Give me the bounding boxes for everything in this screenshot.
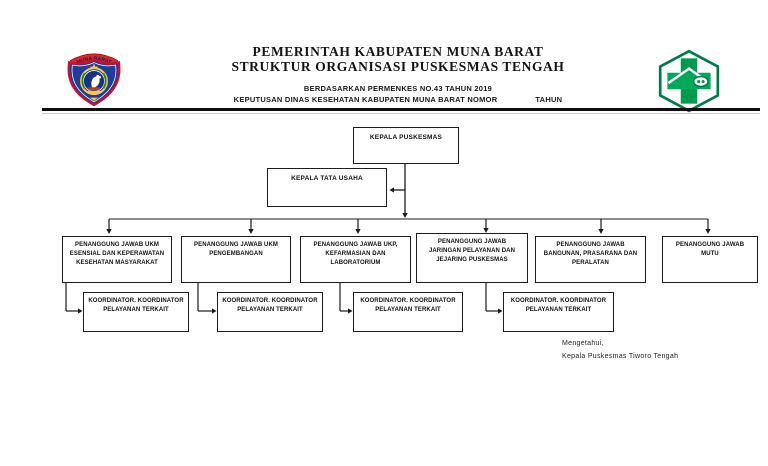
org-box-kepala-puskesmas: KEPALA PUSKESMAS (353, 127, 459, 164)
org-box-label: PENANGGUNG JAWAB JARINGAN PELAYANAN DAN … (428, 239, 516, 263)
header-divider (42, 108, 760, 111)
page-title: PEMERINTAH KABUPATEN MUNA BARAT (252, 44, 544, 59)
decree-line-left: KEPUTUSAN DINAS KESEHATAN KABUPATEN MUNA… (233, 95, 498, 104)
org-box-kepala-tata-usaha: KEPALA TATA USAHA (267, 168, 387, 207)
org-box-label: KOORDINATOR. KOORDINATOR PELAYANAN TERKA… (88, 298, 184, 313)
page-subtitle: STRUKTUR ORGANISASI PUSKESMAS TENGAH (231, 59, 565, 74)
decree-line: KEPUTUSAN DINAS KESEHATAN KABUPATEN MUNA… (28, 94, 768, 105)
org-box-pj-ukp: PENANGGUNG JAWAB UKP, KEFARMASIAN DAN LA… (300, 236, 411, 283)
decree-line-right: TAHUN (535, 95, 563, 104)
org-box-label: PENANGGUNG JAWAB MUTU (675, 242, 745, 257)
header-divider-shadow (42, 113, 760, 114)
basis-line: BERDASARKAN PERMENKES NO.43 TAHUN 2019 (303, 84, 493, 93)
document-header: PEMERINTAH KABUPATEN MUNA BARAT STRUKTUR… (28, 44, 768, 105)
org-box-pj-bangunan: PENANGGUNG JAWAB BANGUNAN, PRASARANA DAN… (535, 236, 646, 283)
org-box-label: PENANGGUNG JAWAB UKM ESENSIAL DAN KEPERA… (69, 242, 165, 266)
org-box-pj-ukm-esensial: PENANGGUNG JAWAB UKM ESENSIAL DAN KEPERA… (62, 236, 172, 283)
signature-line-1: Mengetahui, (562, 340, 604, 347)
org-box-koordinator-2: KOORDINATOR. KOORDINATOR PELAYANAN TERKA… (217, 292, 323, 332)
org-box-label: PENANGGUNG JAWAB BANGUNAN, PRASARANA DAN… (543, 242, 638, 266)
org-box-label: PENANGGUNG JAWAB UKM PENGEMBANGAN (193, 242, 278, 257)
org-box-label: KOORDINATOR. KOORDINATOR PELAYANAN TERKA… (222, 298, 318, 313)
org-box-koordinator-3: KOORDINATOR. KOORDINATOR PELAYANAN TERKA… (353, 292, 463, 332)
puskesmas-cross-icon (658, 49, 720, 113)
org-box-label: KOORDINATOR. KOORDINATOR PELAYANAN TERKA… (360, 298, 456, 313)
org-box-label: KEPALA TATA USAHA (291, 175, 363, 182)
org-box-koordinator-4: KOORDINATOR. KOORDINATOR PELAYANAN TERKA… (503, 292, 614, 332)
signature-block: Mengetahui, Kepala Puskesmas Tiworo Teng… (562, 337, 678, 363)
org-box-label: PENANGGUNG JAWAB UKP, KEFARMASIAN DAN LA… (313, 242, 398, 266)
org-box-pj-ukm-pengembangan: PENANGGUNG JAWAB UKM PENGEMBANGAN (181, 236, 291, 283)
org-box-label: KOORDINATOR. KOORDINATOR PELAYANAN TERKA… (510, 298, 607, 313)
org-box-pj-jaringan: PENANGGUNG JAWAB JARINGAN PELAYANAN DAN … (416, 233, 528, 283)
signature-line-2: Kepala Puskesmas Tiworo Tengah (562, 353, 679, 360)
org-box-pj-mutu: PENANGGUNG JAWAB MUTU (662, 236, 758, 283)
muna-barat-crest-icon: MUNA BARAT (67, 53, 121, 107)
org-box-label: KEPALA PUSKESMAS (369, 134, 443, 141)
org-box-koordinator-1: KOORDINATOR. KOORDINATOR PELAYANAN TERKA… (83, 292, 189, 332)
